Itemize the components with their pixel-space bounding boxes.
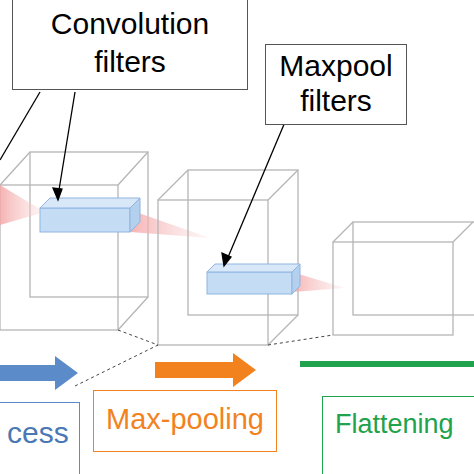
callout-box: Maxpool filters — [265, 44, 407, 125]
callout-box: Convolution filters — [12, 0, 248, 90]
stage-text: Max-pooling — [106, 401, 264, 439]
stage-label: Max-pooling — [93, 390, 277, 452]
stage-arrow — [0, 353, 474, 390]
stage-text: Flattening — [335, 407, 454, 442]
leader-line — [0, 92, 285, 266]
feature-volume — [333, 222, 474, 335]
callout-text: Maxpool filters — [274, 49, 398, 118]
dotted-guide — [75, 330, 333, 386]
convolution-filter — [40, 198, 210, 238]
maxpool-filter — [207, 264, 345, 294]
receptive-cone — [0, 185, 45, 225]
stage-label: Flattening — [322, 396, 474, 474]
callout-text: Convolution filters — [23, 5, 237, 80]
feature-volume — [158, 170, 298, 345]
stage-text: cess — [7, 413, 69, 452]
stage-label: cess — [0, 402, 80, 474]
feature-volume — [0, 152, 148, 330]
